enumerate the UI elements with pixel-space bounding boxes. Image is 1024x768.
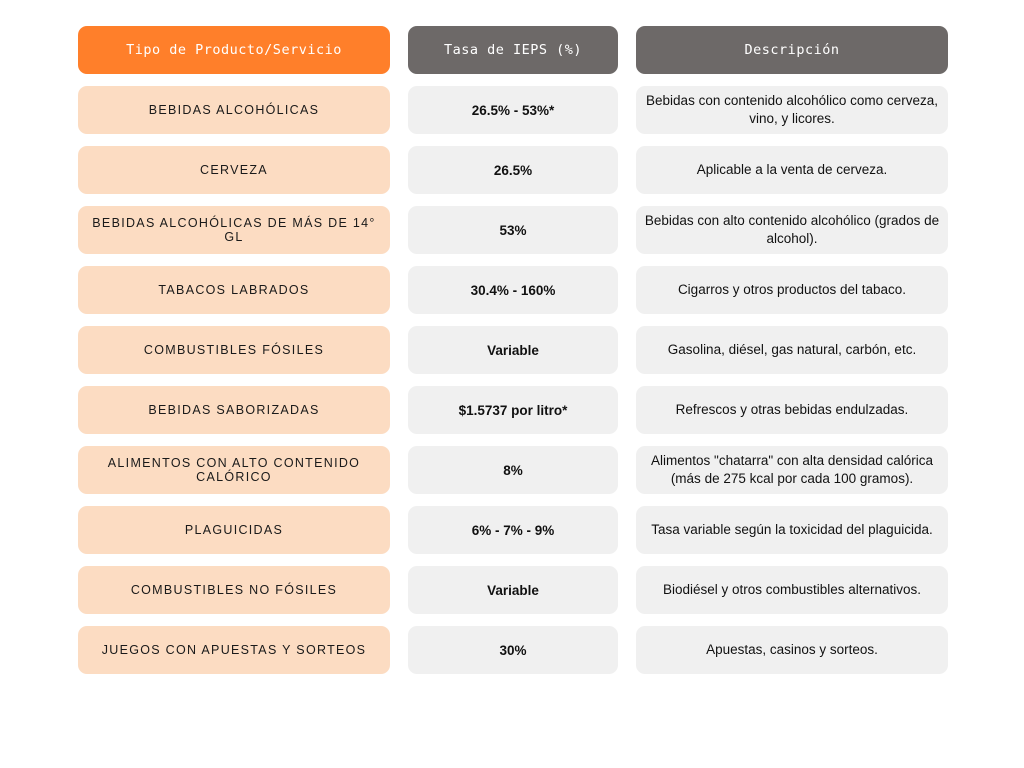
description-cell: Cigarros y otros productos del tabaco.: [636, 266, 948, 314]
description-cell: Tasa variable según la toxicidad del pla…: [636, 506, 948, 554]
description-cell: Alimentos "chatarra" con alta densidad c…: [636, 446, 948, 494]
description-cell: Gasolina, diésel, gas natural, carbón, e…: [636, 326, 948, 374]
description-cell: Refrescos y otras bebidas endulzadas.: [636, 386, 948, 434]
rate-cell: 6% - 7% - 9%: [408, 506, 618, 554]
product-type-cell: BEBIDAS SABORIZADAS: [78, 386, 390, 434]
table-row: PLAGUICIDAS 6% - 7% - 9% Tasa variable s…: [78, 506, 948, 554]
header-product-type: Tipo de Producto/Servicio: [78, 26, 390, 74]
header-ieps-rate: Tasa de IEPS (%): [408, 26, 618, 74]
product-type-cell: COMBUSTIBLES FÓSILES: [78, 326, 390, 374]
rate-cell: 26.5%: [408, 146, 618, 194]
description-cell: Apuestas, casinos y sorteos.: [636, 626, 948, 674]
product-type-cell: BEBIDAS ALCOHÓLICAS DE MÁS DE 14° GL: [78, 206, 390, 254]
table-row: JUEGOS CON APUESTAS Y SORTEOS 30% Apuest…: [78, 626, 948, 674]
table-row: ALIMENTOS CON ALTO CONTENIDO CALÓRICO 8%…: [78, 446, 948, 494]
rate-cell: 8%: [408, 446, 618, 494]
description-cell: Bebidas con alto contenido alcohólico (g…: [636, 206, 948, 254]
rate-cell: Variable: [408, 566, 618, 614]
product-type-cell: ALIMENTOS CON ALTO CONTENIDO CALÓRICO: [78, 446, 390, 494]
table-row: COMBUSTIBLES NO FÓSILES Variable Biodiés…: [78, 566, 948, 614]
header-description: Descripción: [636, 26, 948, 74]
table-row: BEBIDAS SABORIZADAS $1.5737 por litro* R…: [78, 386, 948, 434]
product-type-cell: COMBUSTIBLES NO FÓSILES: [78, 566, 390, 614]
table-row: CERVEZA 26.5% Aplicable a la venta de ce…: [78, 146, 948, 194]
rate-cell: 30.4% - 160%: [408, 266, 618, 314]
description-cell: Aplicable a la venta de cerveza.: [636, 146, 948, 194]
rate-cell: 53%: [408, 206, 618, 254]
product-type-cell: BEBIDAS ALCOHÓLICAS: [78, 86, 390, 134]
product-type-cell: PLAGUICIDAS: [78, 506, 390, 554]
product-type-cell: TABACOS LABRADOS: [78, 266, 390, 314]
description-cell: Biodiésel y otros combustibles alternati…: [636, 566, 948, 614]
rate-cell: Variable: [408, 326, 618, 374]
table-row: COMBUSTIBLES FÓSILES Variable Gasolina, …: [78, 326, 948, 374]
rate-cell: 26.5% - 53%*: [408, 86, 618, 134]
rate-cell: $1.5737 por litro*: [408, 386, 618, 434]
table-row: TABACOS LABRADOS 30.4% - 160% Cigarros y…: [78, 266, 948, 314]
product-type-cell: CERVEZA: [78, 146, 390, 194]
ieps-table: Tipo de Producto/Servicio Tasa de IEPS (…: [78, 26, 948, 686]
table-row: BEBIDAS ALCOHÓLICAS 26.5% - 53%* Bebidas…: [78, 86, 948, 134]
table-row: BEBIDAS ALCOHÓLICAS DE MÁS DE 14° GL 53%…: [78, 206, 948, 254]
product-type-cell: JUEGOS CON APUESTAS Y SORTEOS: [78, 626, 390, 674]
rate-cell: 30%: [408, 626, 618, 674]
table-header-row: Tipo de Producto/Servicio Tasa de IEPS (…: [78, 26, 948, 74]
description-cell: Bebidas con contenido alcohólico como ce…: [636, 86, 948, 134]
